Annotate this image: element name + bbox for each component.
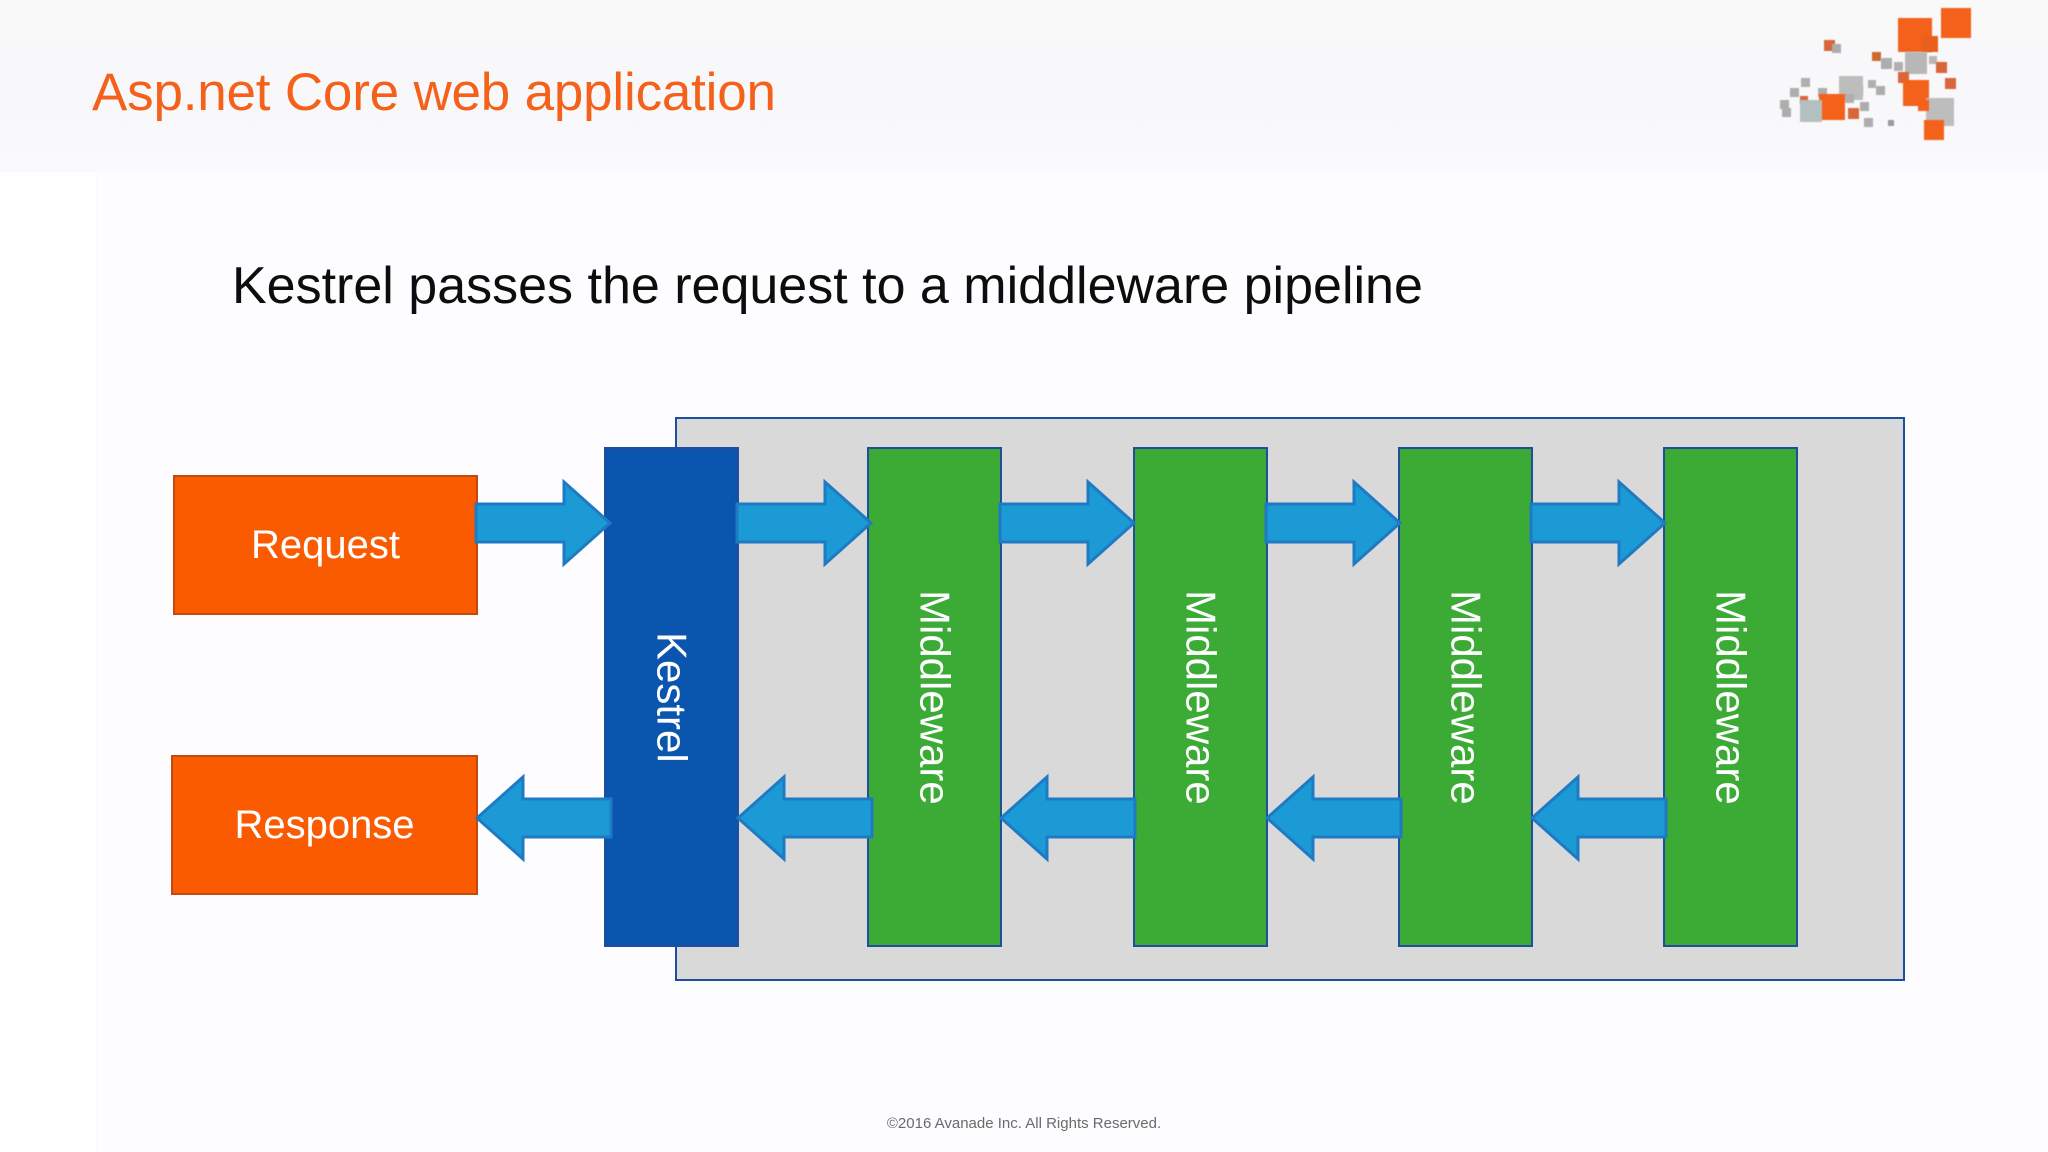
- slide-footer-copyright: ©2016 Avanade Inc. All Rights Reserved.: [886, 1115, 1162, 1132]
- node-request-label: Request: [251, 523, 400, 567]
- node-kestrel-label: Kestrel: [648, 631, 696, 763]
- logo-square-4: [1929, 56, 1937, 64]
- arrow-middleware-3-to-4: [1529, 478, 1668, 568]
- logo-square-31: [1782, 108, 1791, 117]
- node-middleware-3-label: Middleware: [1442, 589, 1490, 805]
- logo-square-13: [1872, 52, 1881, 61]
- logo-square-22: [1860, 102, 1869, 111]
- arrow-middleware-2-to-3: [1264, 478, 1403, 568]
- node-response-label: Response: [234, 803, 415, 847]
- node-middleware-2-label: Middleware: [1177, 589, 1225, 805]
- logo-square-2: [1922, 36, 1938, 52]
- logo-square-12: [1924, 120, 1944, 140]
- logo-square-11: [1918, 100, 1929, 111]
- node-middleware-4-label: Middleware: [1707, 589, 1755, 805]
- logo-square-0: [1941, 8, 1971, 38]
- page-title: Asp.net Core web application: [92, 63, 776, 122]
- logo-square-21: [1832, 44, 1841, 53]
- node-middleware-1-label: Middleware: [911, 589, 959, 805]
- logo-square-27: [1801, 78, 1810, 87]
- logo-square-19: [1845, 94, 1854, 103]
- logo-square-32: [1864, 118, 1873, 127]
- arrow-kestrel-to-response: [474, 773, 613, 863]
- logo-square-3: [1905, 52, 1927, 74]
- logo-square-24: [1848, 108, 1859, 119]
- logo-square-25: [1819, 94, 1845, 120]
- logo-square-23: [1818, 88, 1827, 97]
- arrow-request-to-kestrel: [474, 478, 613, 568]
- arrow-kestrel-to-middleware-1: [735, 478, 874, 568]
- logo-square-7: [1898, 72, 1909, 83]
- logo-square-29: [1800, 100, 1822, 122]
- logo-square-6: [1894, 62, 1903, 71]
- node-middleware-1[interactable]: Middleware: [867, 447, 1002, 947]
- logo-square-26: [1790, 88, 1799, 97]
- arrow-middleware-2-to-1: [998, 773, 1137, 863]
- node-middleware-4[interactable]: Middleware: [1663, 447, 1798, 947]
- node-response[interactable]: Response: [171, 755, 478, 895]
- logo-square-15: [1868, 80, 1876, 88]
- logo-square-8: [1945, 78, 1956, 89]
- logo-square-20: [1824, 40, 1835, 51]
- avanade-squares-logo-icon: [1750, 0, 2040, 160]
- node-request[interactable]: Request: [173, 475, 478, 615]
- arrow-middleware-1-to-kestrel: [735, 773, 874, 863]
- logo-square-16: [1876, 86, 1885, 95]
- slide-header-band: [0, 0, 2048, 172]
- node-middleware-2[interactable]: Middleware: [1133, 447, 1268, 947]
- slide-heading: Kestrel passes the request to a middlewa…: [232, 257, 1423, 315]
- node-middleware-3[interactable]: Middleware: [1398, 447, 1533, 947]
- logo-square-14: [1881, 58, 1892, 69]
- logo-square-30: [1780, 100, 1789, 109]
- arrow-middleware-4-to-3: [1529, 773, 1668, 863]
- logo-square-5: [1936, 62, 1947, 73]
- logo-square-33: [1888, 120, 1894, 126]
- arrow-middleware-1-to-2: [998, 478, 1137, 568]
- arrow-middleware-3-to-2: [1264, 773, 1403, 863]
- node-kestrel[interactable]: Kestrel: [604, 447, 739, 947]
